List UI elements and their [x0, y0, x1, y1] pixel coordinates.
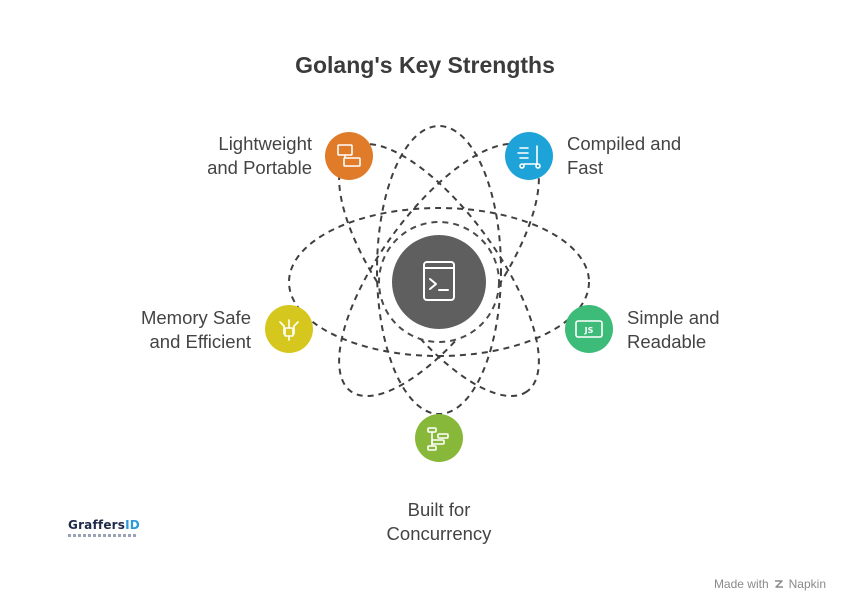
- label-memory: Memory Safe and Efficient: [141, 306, 251, 354]
- node-compiled: [505, 132, 553, 180]
- scooter-icon: [517, 145, 541, 169]
- made-with-napkin[interactable]: Made with Napkin: [714, 577, 826, 591]
- label-simple-line2: Readable: [627, 331, 707, 352]
- node-simple: JS: [565, 305, 613, 353]
- napkin-icon: [774, 580, 783, 588]
- label-lightweight-line1: Lightweight: [218, 133, 312, 154]
- node-concurrency: [415, 414, 463, 462]
- napkin-brand: Napkin: [788, 577, 826, 591]
- logo-rest: raffers: [78, 518, 126, 532]
- label-concurrency-line1: Built for: [407, 499, 471, 520]
- label-memory-line1: Memory Safe: [140, 307, 251, 328]
- js-file-icon: JS: [575, 320, 603, 338]
- logo-suffix: ID: [125, 518, 140, 532]
- label-lightweight: Lightweight and Portable: [207, 132, 312, 180]
- center-node: [378, 221, 500, 343]
- label-simple-line1: Simple and: [627, 307, 720, 328]
- label-simple: Simple and Readable: [627, 306, 720, 354]
- label-compiled-line1: Compiled and: [567, 133, 682, 154]
- node-memory: [265, 305, 313, 353]
- flow-icon: [427, 427, 449, 451]
- svg-text:JS: JS: [584, 326, 594, 335]
- logo-wordmark: GraffersID: [68, 518, 148, 532]
- label-compiled-line2: Fast: [567, 157, 603, 178]
- logo-prefix: G: [68, 518, 79, 532]
- label-concurrency: Built for Concurrency: [339, 498, 539, 546]
- label-compiled: Compiled and Fast: [567, 132, 681, 180]
- logo-tagline: [68, 534, 138, 537]
- graffersid-logo: GraffersID: [68, 518, 148, 542]
- memory-icon: [279, 319, 299, 341]
- made-with-text: Made with: [713, 577, 769, 591]
- label-memory-line2: and Efficient: [149, 331, 251, 352]
- devices-icon: [337, 144, 361, 167]
- terminal-book-icon: [423, 261, 455, 301]
- label-concurrency-line2: Concurrency: [386, 523, 492, 544]
- diagram-title: Golang's Key Strengths: [295, 52, 555, 78]
- label-lightweight-line2: and Portable: [207, 157, 312, 178]
- node-lightweight: [325, 132, 373, 180]
